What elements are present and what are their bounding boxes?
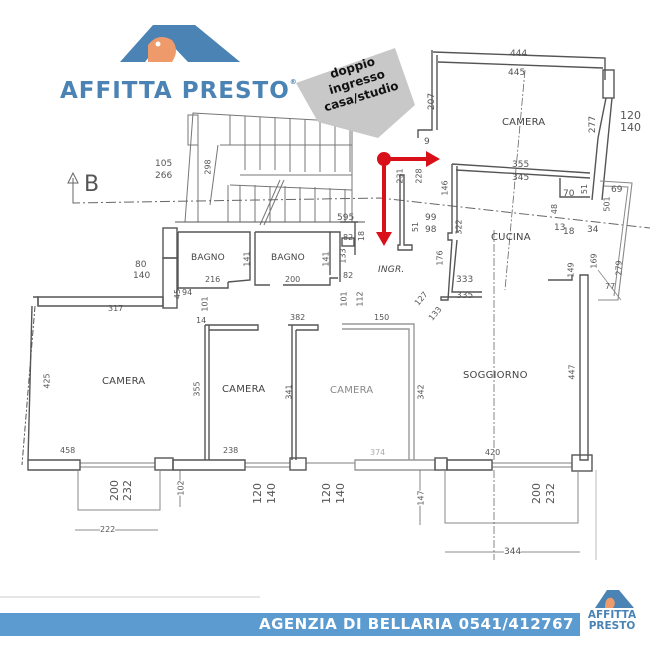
room-label-bagno-2: BAGNO xyxy=(271,253,305,263)
footer-logo-line-1: AFFITTA xyxy=(587,609,637,621)
dim-label: 120 xyxy=(620,109,641,122)
dim-label: 141 xyxy=(242,251,252,267)
logo-icon xyxy=(120,25,240,62)
dim-label: 146 xyxy=(440,180,450,196)
dim-label: 51 xyxy=(411,221,421,233)
dim-label: 149 xyxy=(566,262,576,278)
room-label-camera-2: CAMERA xyxy=(222,384,266,395)
dim-label: 382 xyxy=(290,313,306,322)
dim-label: 341 xyxy=(284,384,294,400)
dim-label: 105 xyxy=(155,159,173,169)
dim-label: 501 xyxy=(602,196,612,212)
dim-label: 141 xyxy=(321,251,331,267)
room-label-camera-3: CAMERA xyxy=(330,385,374,396)
dim-label: 444 xyxy=(510,49,528,59)
dim-label: 216 xyxy=(205,275,221,284)
dim-label: 70 xyxy=(563,189,575,199)
room-label-camera-1: CAMERA xyxy=(102,376,146,387)
dim-label: 34 xyxy=(587,225,599,235)
section-marker-label: B xyxy=(84,172,100,197)
dim-label: 82 xyxy=(343,233,354,242)
dim-label: 18 xyxy=(357,230,367,242)
dim-label: 140 xyxy=(334,483,347,504)
dim-label: 98 xyxy=(425,225,437,235)
dim-label: 317 xyxy=(108,304,124,313)
dim-label: 333 xyxy=(456,275,474,285)
dim-label: 101 xyxy=(200,296,210,312)
staircase xyxy=(184,112,353,226)
dim-label: 82 xyxy=(343,271,354,280)
dim-label: 112 xyxy=(355,291,365,307)
dim-label: 425 xyxy=(42,373,52,389)
dim-label: 200 xyxy=(108,480,121,501)
brand-logo-text: AFFITTA PRESTO® xyxy=(60,78,297,104)
dim-label: 120 xyxy=(320,483,333,504)
dim-label: 147 xyxy=(416,490,426,506)
dim-label: 48 xyxy=(550,203,560,215)
dim-label: 277 xyxy=(588,115,599,134)
dim-label: 45 xyxy=(173,288,183,300)
dim-label: 80 xyxy=(135,260,147,270)
dim-label: 200 xyxy=(285,275,301,284)
dim-label: 374 xyxy=(370,448,386,457)
room-label-bagno-1: BAGNO xyxy=(191,253,225,263)
footer-logo-text: AFFITTA PRESTO xyxy=(582,610,642,632)
room-label-cucina: CUCINA xyxy=(491,232,531,243)
dim-label: 595 xyxy=(337,213,355,223)
dim-label: 169 xyxy=(589,253,599,269)
dim-label: 13 xyxy=(554,223,566,233)
registered-mark: ® xyxy=(289,78,298,86)
entrance-arrows xyxy=(376,151,440,246)
dim-label: 200 xyxy=(530,483,543,504)
dim-label: 207 xyxy=(427,92,438,111)
dim-label: 77 xyxy=(605,282,616,291)
dim-label: 266 xyxy=(155,171,173,181)
dim-label: 18 xyxy=(563,227,575,237)
footer-logo-line-2: PRESTO xyxy=(588,620,636,632)
dim-label: 355 xyxy=(192,381,202,397)
dim-label: 345 xyxy=(512,173,530,183)
dim-label: 140 xyxy=(620,121,641,134)
dim-label: 279 xyxy=(614,260,624,276)
dim-label: 355 xyxy=(512,160,530,170)
dim-label: 458 xyxy=(60,446,76,455)
dim-label: 445 xyxy=(508,68,526,78)
dim-label: 140 xyxy=(133,271,151,281)
footer-bar: AGENZIA DI BELLARIA 0541/412767 xyxy=(0,613,580,636)
dim-label: 232 xyxy=(544,483,557,504)
dim-label: 447 xyxy=(567,364,577,380)
callout-badge xyxy=(296,48,415,138)
room-label-soggiorno: SOGGIORNO xyxy=(463,370,528,381)
dim-label: 150 xyxy=(374,313,390,322)
dim-label: 51 xyxy=(580,183,590,195)
dim-label: 222 xyxy=(100,525,116,534)
dim-label: 231 xyxy=(395,168,405,184)
dim-label: 322 xyxy=(454,219,464,235)
footer-logo-icon xyxy=(595,590,634,608)
room-label-ingresso: INGR. xyxy=(378,265,405,275)
dim-label: 133 xyxy=(338,248,348,264)
brand-name: AFFITTA PRESTO xyxy=(60,78,290,104)
dim-label: 232 xyxy=(121,480,134,501)
dim-label: 344 xyxy=(504,547,522,557)
dim-label: 298 xyxy=(203,159,213,175)
dim-label: 102 xyxy=(176,480,186,496)
dim-label: 420 xyxy=(485,448,501,457)
dim-label: 101 xyxy=(339,291,349,307)
dim-label: 228 xyxy=(414,168,424,184)
room-label-camera-nord: CAMERA xyxy=(502,117,546,128)
dim-label: 69 xyxy=(611,185,623,195)
agency-contact: AGENZIA DI BELLARIA 0541/412767 xyxy=(259,615,574,633)
dim-label: 140 xyxy=(265,483,278,504)
dim-label: 99 xyxy=(425,213,437,223)
dim-label: 335 xyxy=(456,291,474,301)
dim-label: 14 xyxy=(196,316,207,325)
dim-label: 120 xyxy=(251,483,264,504)
dim-label: 238 xyxy=(223,446,239,455)
dim-label: 342 xyxy=(416,384,426,400)
dim-label: 9 xyxy=(424,137,430,147)
dim-label: 176 xyxy=(435,250,445,266)
section-line xyxy=(72,197,650,229)
dim-label: 94 xyxy=(182,288,193,297)
